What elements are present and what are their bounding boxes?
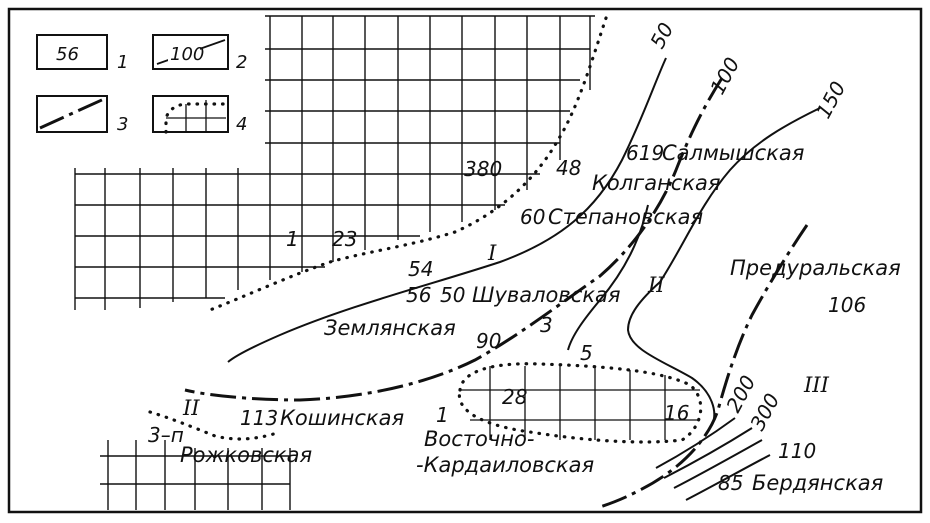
isoline-label-150: 150 xyxy=(811,77,850,122)
zone-label-2-west: II xyxy=(182,396,200,420)
legend-box-4 xyxy=(152,95,229,133)
legend-num-2: 2 xyxy=(236,52,247,73)
isoline-150 xyxy=(626,107,821,426)
hatch-south xyxy=(460,366,700,440)
isoline-label-50: 50 xyxy=(645,19,678,53)
value-90: 90 xyxy=(476,329,501,353)
value-1-south: 1 xyxy=(436,403,449,427)
zone-label-2: II xyxy=(647,273,665,297)
value-3p: 3–п xyxy=(148,423,184,447)
value-110: 110 xyxy=(778,439,816,463)
value-106: 106 xyxy=(828,293,866,317)
area-berdyanskaya: Бердянская xyxy=(752,471,883,495)
legend-sample-1: 56 xyxy=(56,44,79,65)
value-380: 380 xyxy=(464,157,502,181)
value-56: 56 xyxy=(406,283,431,307)
legend-box-2 xyxy=(152,34,229,70)
zone-label-1: I xyxy=(487,241,497,265)
area-shuvalovskaya: Шуваловская xyxy=(472,283,621,307)
isoline-label-100: 100 xyxy=(705,53,744,98)
value-3: 3 xyxy=(540,313,553,337)
value-28: 28 xyxy=(502,385,527,409)
dotted-boundary-north xyxy=(208,16,608,312)
grid-hatching-north xyxy=(74,15,595,310)
value-54: 54 xyxy=(408,257,433,281)
area-stepanovskaya: Степановская xyxy=(548,205,703,229)
map-legend: 56 1 100 2 3 4 xyxy=(36,34,247,135)
isoline-100 xyxy=(184,77,724,402)
value-85: 85 xyxy=(718,471,743,495)
value-50: 50 xyxy=(440,283,465,307)
legend-box-1 xyxy=(36,34,108,70)
isoline-50 xyxy=(227,57,667,363)
fault-preural xyxy=(599,224,809,509)
value-23: 23 xyxy=(332,227,357,251)
isoline-shuval xyxy=(567,204,649,351)
value-48: 48 xyxy=(556,156,581,180)
value-113: 113 xyxy=(240,406,278,430)
area-zemlyanskaya: Землянская xyxy=(324,316,456,340)
legend-fault-line xyxy=(39,97,105,130)
legend-sample-2: 100 xyxy=(170,44,204,65)
value-5: 5 xyxy=(580,341,593,365)
zone-label-3: III xyxy=(803,373,830,397)
value-619: 619 xyxy=(626,141,664,165)
area-kolganskaya: Колганская xyxy=(592,171,721,195)
area-rozhkovskaya: Рожковская xyxy=(180,443,312,467)
area-koshinskaya: Кошинская xyxy=(280,406,404,430)
area-kardailovskaya: -Кардаиловская xyxy=(416,453,594,477)
legend-num-1: 1 xyxy=(117,52,128,73)
map-frame xyxy=(7,7,923,514)
legend-num-4: 4 xyxy=(236,114,247,135)
area-preduralskaya: Предуральская xyxy=(730,256,901,280)
area-salmyshskaya: Салмышская xyxy=(662,141,804,165)
grid-hatching-southwest xyxy=(100,440,291,510)
value-16: 16 xyxy=(664,401,689,425)
value-1-north: 1 xyxy=(286,227,299,251)
area-vostochno: Восточно- xyxy=(424,427,534,451)
value-60: 60 xyxy=(520,205,545,229)
legend-num-3: 3 xyxy=(117,114,128,135)
